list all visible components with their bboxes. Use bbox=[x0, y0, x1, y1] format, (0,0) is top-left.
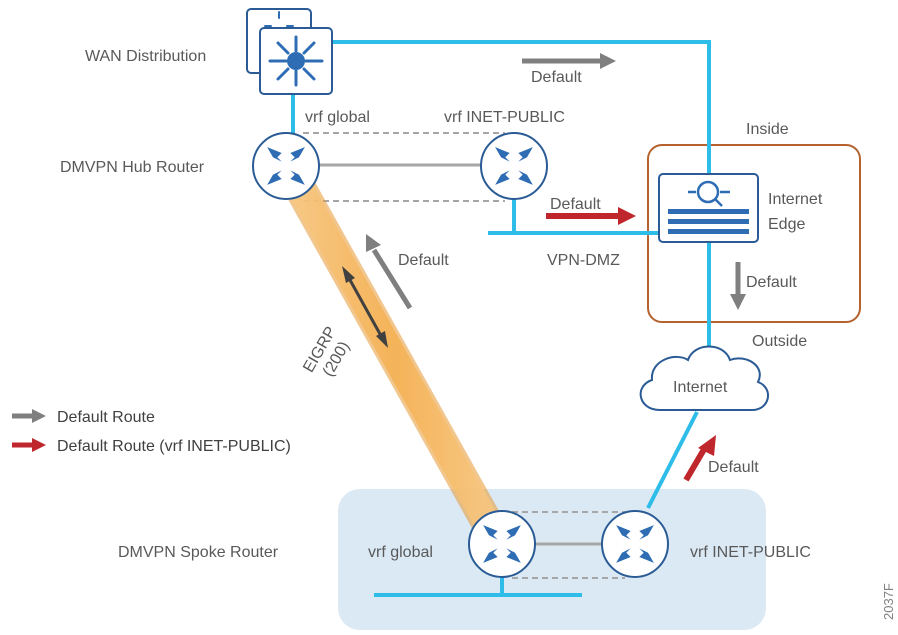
spoke-vrf-global-label: vrf global bbox=[368, 544, 433, 561]
default-arrow-dmz-red bbox=[546, 207, 636, 225]
internet-cloud bbox=[639, 345, 769, 411]
legend-label: Default Route (vrf INET-PUBLIC) bbox=[57, 438, 291, 455]
outside-label: Outside bbox=[752, 333, 807, 350]
hub-router-vrf-inet bbox=[480, 132, 548, 200]
eigrp-label: EIGRP (200) bbox=[300, 324, 353, 380]
router-icon bbox=[468, 510, 536, 578]
internet-edge-label-line2: Edge bbox=[768, 216, 805, 233]
hub-vrf-inet-label: vrf INET-PUBLIC bbox=[444, 109, 565, 126]
firewall-icon bbox=[658, 173, 759, 243]
multilayer-switch-icon bbox=[268, 35, 324, 87]
legend-label: Default Route bbox=[57, 409, 155, 426]
internet-default-label: Default bbox=[708, 459, 759, 476]
spoke-vrf-inet-label: vrf INET-PUBLIC bbox=[690, 544, 811, 561]
eigrp-tunnel-core bbox=[287, 175, 501, 537]
edge-default-label: Default bbox=[746, 274, 797, 291]
legend: Default Route Default Route (vrf INET-PU… bbox=[12, 409, 291, 455]
default-arrow-wan bbox=[522, 53, 616, 69]
router-icon bbox=[480, 132, 548, 200]
figure-id: 2037F bbox=[881, 583, 896, 620]
inside-label: Inside bbox=[746, 121, 789, 138]
default-arrow-edge bbox=[730, 262, 746, 310]
eigrp-bidirectional-arrow bbox=[342, 266, 388, 348]
internet-label: Internet bbox=[673, 379, 728, 396]
tunnel-default-label: Default bbox=[398, 252, 449, 269]
legend-item-default-route: Default Route bbox=[12, 409, 155, 426]
legend-item-default-route-vrf: Default Route (vrf INET-PUBLIC) bbox=[12, 438, 291, 455]
spoke-router-vrf-inet bbox=[601, 510, 669, 578]
wan-default-label: Default bbox=[531, 69, 582, 86]
router-icon bbox=[601, 510, 669, 578]
vpn-dmz-label: VPN-DMZ bbox=[547, 252, 620, 269]
wan-distribution-label: WAN Distribution bbox=[85, 48, 206, 65]
firewall bbox=[658, 173, 759, 243]
hub-vrf-global-label: vrf global bbox=[305, 109, 370, 126]
network-links bbox=[291, 40, 711, 597]
default-arrow-tunnel bbox=[366, 234, 413, 310]
spoke-router-vrf-global bbox=[468, 510, 536, 578]
hub-router-label: DMVPN Hub Router bbox=[60, 159, 205, 176]
internet-edge-label-line1: Internet bbox=[768, 191, 823, 208]
wan-distribution-switch bbox=[246, 8, 333, 95]
hub-router-vrf-global bbox=[252, 132, 320, 200]
link-internet-to-spoke bbox=[646, 411, 699, 509]
link-wan-to-edge bbox=[332, 40, 711, 184]
router-icon bbox=[252, 132, 320, 200]
spoke-router-label: DMVPN Spoke Router bbox=[118, 544, 279, 561]
default-arrow-internet-red bbox=[683, 435, 716, 482]
dmz-default-label: Default bbox=[550, 196, 601, 213]
cloud-icon bbox=[639, 345, 769, 411]
